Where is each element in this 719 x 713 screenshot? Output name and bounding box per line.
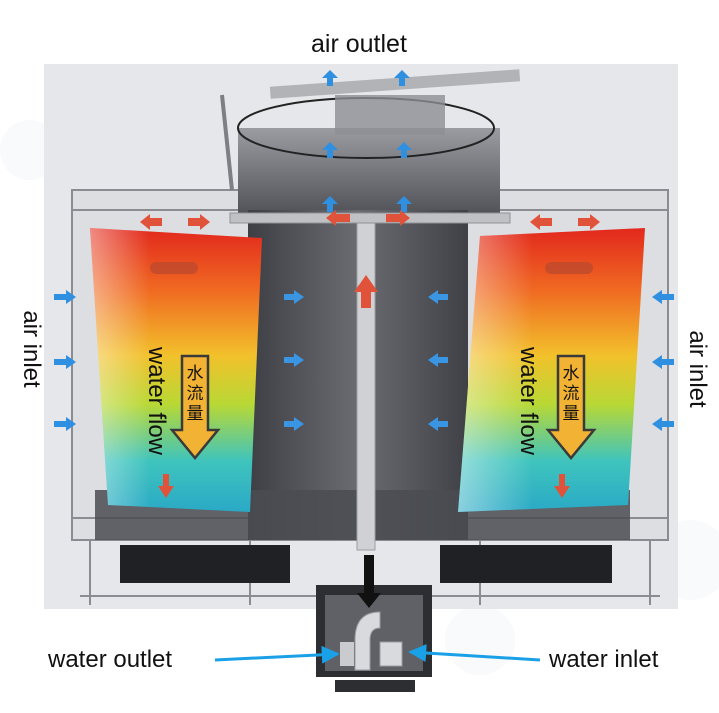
flow-arrow-right xyxy=(545,354,597,460)
air-outlet-label: air outlet xyxy=(311,30,407,58)
kanji-flow: 流 xyxy=(186,384,204,404)
header-pipe xyxy=(229,212,511,224)
flow-arrow-left xyxy=(169,354,221,460)
air-inlet-label-right: air inlet xyxy=(684,330,711,408)
air-outlet-arrows xyxy=(322,70,412,212)
basin-right xyxy=(440,545,612,583)
water-outlet-label: water outlet xyxy=(48,646,173,673)
water-flow-label-left: water flow xyxy=(143,346,170,456)
flow-volume-label-right: 水 流 量 xyxy=(558,364,584,424)
kanji-flow: 流 xyxy=(562,384,580,404)
fill-panel-left xyxy=(90,228,262,512)
water-inlet-label: water inlet xyxy=(549,646,659,673)
kanji-water: 水 xyxy=(186,364,204,384)
inner-air-arrows xyxy=(284,290,448,431)
kanji-volume: 量 xyxy=(186,404,204,424)
air-inlet-arrows-left xyxy=(54,290,76,431)
air-inlet-arrows-right xyxy=(652,290,674,431)
air-inlet-label-left: air inlet xyxy=(18,310,45,388)
water-inlet-leader xyxy=(408,644,541,662)
fan-hood xyxy=(220,69,521,218)
kanji-volume: 量 xyxy=(562,404,580,424)
water-outlet-leader xyxy=(214,645,340,664)
flow-volume-label-left: 水 流 量 xyxy=(182,364,208,424)
fill-panel-right xyxy=(458,228,645,512)
kanji-water: 水 xyxy=(562,364,580,384)
water-flow-label-right: water flow xyxy=(515,346,542,456)
basin-left xyxy=(120,545,290,583)
central-pipe xyxy=(356,219,376,551)
